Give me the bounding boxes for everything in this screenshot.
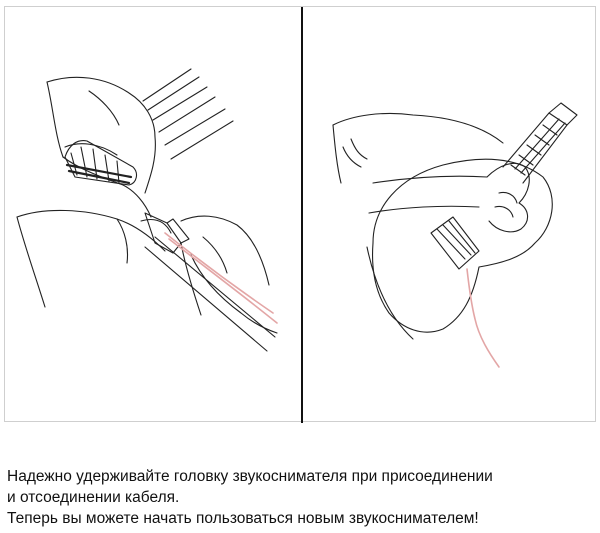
caption-line-3: Теперь вы можете начать пользоваться нов… <box>7 510 479 527</box>
right-illustration <box>303 7 595 421</box>
panel-divider <box>301 7 303 423</box>
ukulele-player-icon <box>332 102 578 368</box>
illustration-frame <box>4 6 596 423</box>
hands-pickup-cable-icon <box>16 68 278 352</box>
left-illustration <box>5 7 300 421</box>
caption-line-2: и отсоединении кабеля. <box>7 489 180 506</box>
caption-line-1: Надежно удерживайте головку звукоснимате… <box>7 468 493 485</box>
instruction-caption: Надежно удерживайте головку звукоснимате… <box>7 466 593 529</box>
